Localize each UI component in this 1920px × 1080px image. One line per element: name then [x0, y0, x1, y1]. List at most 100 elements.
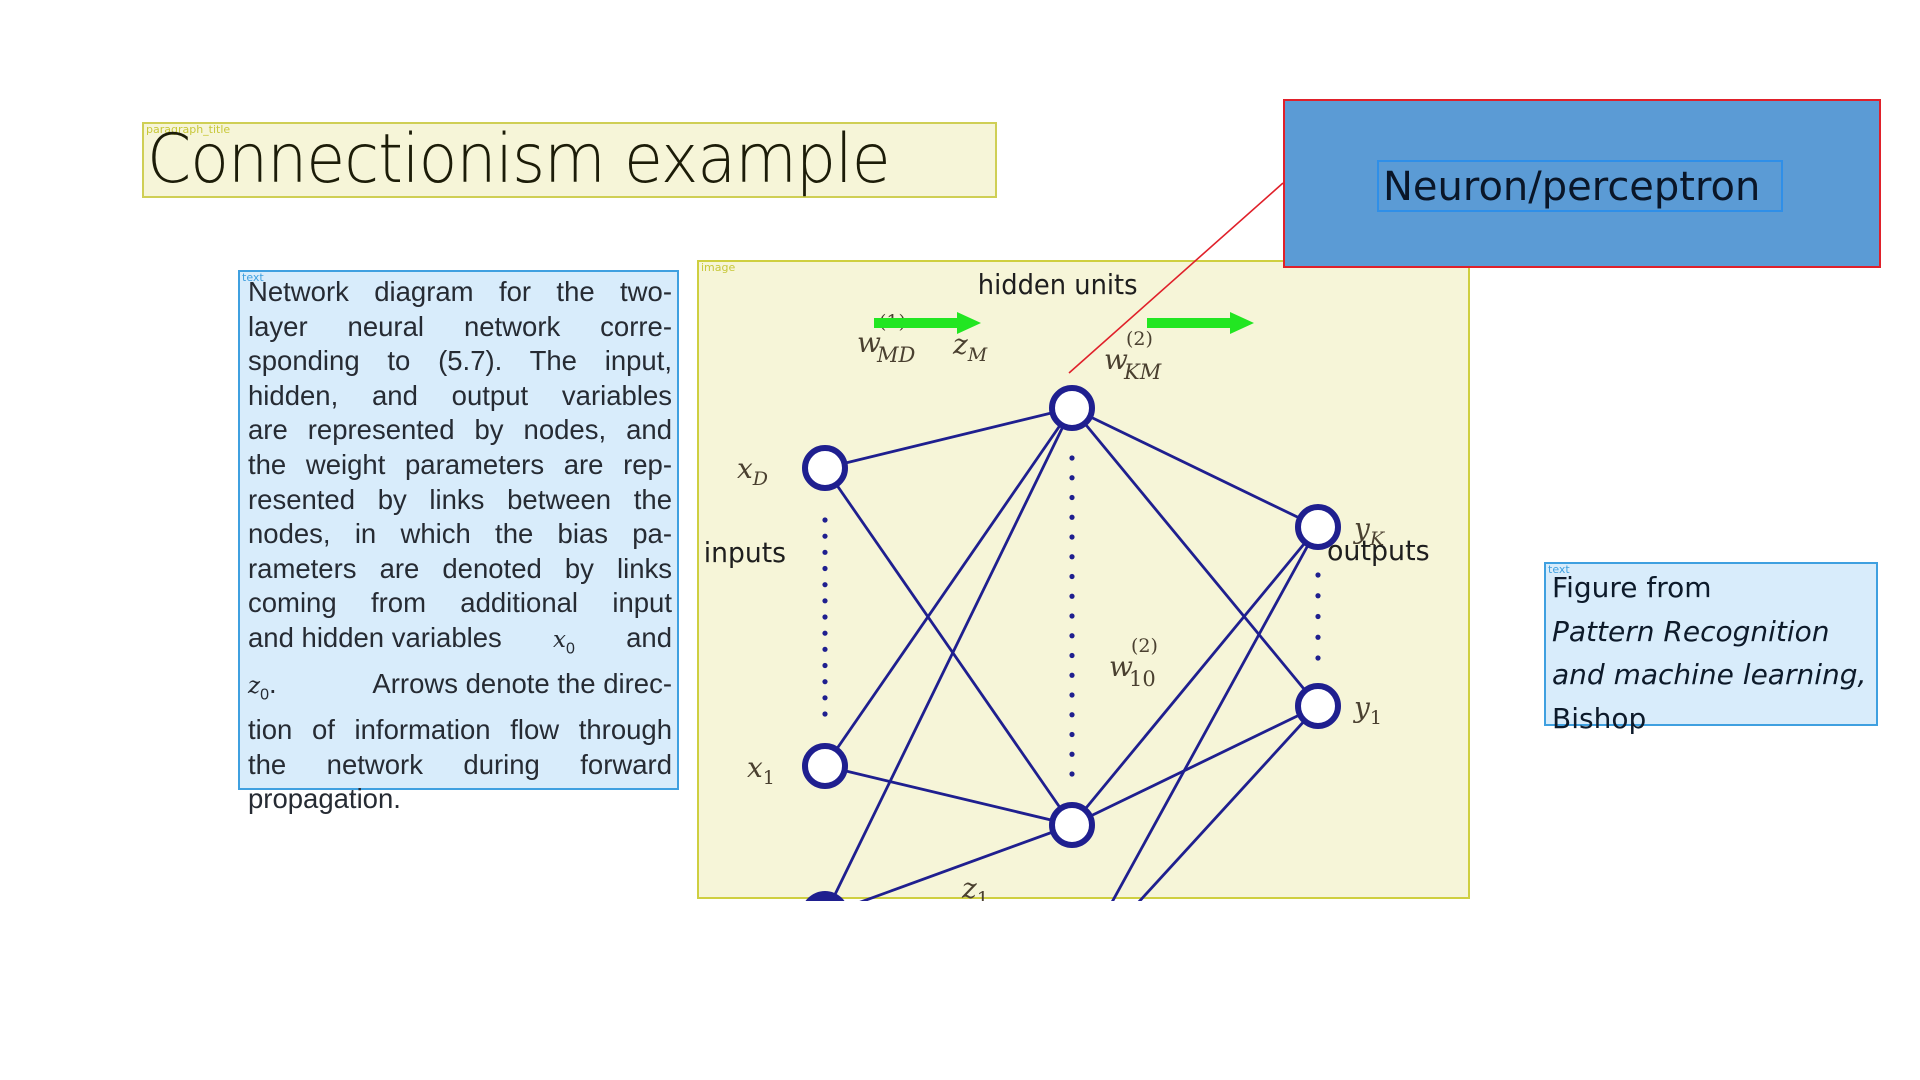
caption-line: hidden, and output variables — [248, 379, 672, 411]
edge-zM-yK — [1071, 406, 1319, 529]
input-ellipsis-dot — [822, 711, 828, 717]
svg-text:MD: MD — [876, 343, 916, 367]
edges-layer — [823, 406, 1320, 901]
node-x1 — [802, 743, 848, 789]
node-y1 — [1295, 683, 1341, 729]
node-label-xD: xD — [737, 452, 768, 490]
svg-text:w: w — [1109, 650, 1133, 683]
svg-text:w: w — [857, 326, 881, 359]
input-ellipsis-dot — [822, 582, 828, 588]
edge-xD-z1 — [823, 467, 1074, 826]
edge-x0-zM — [830, 407, 1074, 901]
flow-arrow-icon — [1147, 312, 1254, 334]
region-tag-credit: text — [1548, 563, 1570, 576]
caption-line: the weight parameters are rep- — [248, 448, 672, 480]
region-tag-title: paragraph_title — [146, 123, 231, 136]
node-zM — [1049, 385, 1095, 431]
hidden-ellipsis-dot — [1069, 593, 1075, 599]
svg-text:(2): (2) — [1126, 328, 1153, 350]
input-ellipsis-dot — [822, 565, 828, 572]
input-ellipsis-dot — [822, 598, 828, 604]
figure-caption-region: text Network diagram for the two- layer … — [238, 270, 679, 814]
input-ellipsis-dot — [822, 695, 828, 701]
hidden-ellipsis-dot — [1069, 771, 1075, 777]
output-ellipsis-dot — [1315, 572, 1321, 578]
caption-line: Network diagram for the two- — [248, 276, 672, 307]
caption-line: tion of information flow through — [248, 714, 672, 746]
input-ellipsis-dot — [822, 549, 828, 555]
callout-label-region: Neuron/perceptron — [1377, 160, 1783, 212]
node-label-y1: y1 — [1352, 691, 1382, 729]
credit-line: Figure from — [1552, 571, 1712, 604]
svg-text:(2): (2) — [1131, 635, 1158, 657]
caption-line-part: and hidden variables — [248, 621, 502, 653]
callout-label: Neuron/perceptron — [1383, 164, 1761, 210]
hidden-ellipsis-dot — [1069, 455, 1075, 461]
output-ellipsis-dot — [1315, 593, 1321, 599]
caption-line: z0. Arrows denote the direc- — [248, 667, 672, 713]
hidden-ellipsis-dot — [1069, 475, 1075, 481]
slide-title-region: paragraph_title Connectionism example — [142, 120, 997, 199]
neuron-callout: Neuron/perceptron — [1283, 99, 1881, 268]
input-ellipsis-dot — [822, 646, 828, 652]
svg-text:KM: KM — [1123, 360, 1162, 384]
edge-zM-y1 — [1070, 407, 1320, 707]
hidden-ellipsis-dot — [1069, 712, 1075, 718]
flow-arrows — [874, 312, 1254, 334]
caption-line-part: Arrows denote the direc- — [372, 668, 672, 700]
hidden-ellipsis-dot — [1069, 652, 1075, 659]
caption-line: nodes, in which the bias pa- — [248, 518, 672, 550]
edge-x1-zM — [823, 407, 1074, 767]
figure-credit-region: text Figure from Pattern Recognition and… — [1544, 562, 1878, 735]
node-z1 — [1049, 802, 1095, 848]
node-yK — [1295, 504, 1341, 550]
network-diagram: hidden units inputs outputs xDx1x0zMz1z0… — [704, 269, 1430, 901]
node-x0-bias — [805, 891, 845, 901]
outputs-label: outputs — [1327, 536, 1430, 568]
hidden-ellipsis-dot — [1069, 672, 1075, 678]
weight-label-km: w(2)KM — [1104, 328, 1162, 384]
hidden-ellipsis-dot — [1069, 692, 1075, 698]
output-ellipsis-dot — [1315, 634, 1321, 640]
hidden-ellipsis-dot — [1069, 494, 1075, 501]
input-ellipsis-dot — [822, 662, 828, 669]
region-tag-figure: image — [701, 261, 736, 274]
credit-author: Bishop — [1552, 701, 1647, 735]
input-ellipsis-dot — [822, 679, 828, 685]
edge-z1-yK — [1070, 526, 1320, 826]
hidden-ellipsis-dot — [1069, 751, 1075, 757]
credit-book-title: and machine learning, — [1552, 658, 1867, 691]
hidden-ellipsis-dot — [1069, 633, 1075, 639]
caption-line: rameters are denoted by links — [248, 552, 672, 584]
figure-caption: Network diagram for the two- layer neura… — [248, 275, 672, 817]
hidden-ellipsis-dot — [1069, 731, 1075, 738]
hidden-units-label: hidden units — [978, 269, 1138, 301]
node-label-z1: z1 — [961, 872, 989, 901]
edge-x0-z1 — [859, 823, 1073, 901]
edge-z1-y1 — [1071, 704, 1319, 827]
node-xD — [802, 445, 848, 491]
caption-line: layer neural network corre- — [248, 310, 672, 342]
node-label-yK: yK — [1352, 512, 1386, 550]
input-ellipsis-dot — [822, 517, 828, 523]
edge-x1-z1 — [824, 764, 1073, 827]
hidden-ellipsis-dot — [1069, 554, 1075, 560]
caption-line: and hidden variables x0 and — [248, 621, 672, 667]
network-diagram-figure: image hidden units inputs outputs xDx1x0… — [697, 260, 1470, 901]
nodes-layer — [802, 385, 1341, 901]
region-tag-caption: text — [242, 271, 264, 284]
node-label-x1: x1 — [747, 751, 775, 789]
hidden-ellipsis-dot — [1069, 514, 1075, 520]
math-z0: z0. — [248, 668, 277, 704]
input-ellipsis-dot — [822, 630, 828, 636]
flow-arrow-icon — [874, 312, 981, 334]
edge-xD-zM — [824, 406, 1073, 470]
edge-z0-yK — [1111, 526, 1320, 901]
caption-line-part: and — [626, 621, 672, 653]
caption-line: are represented by nodes, and — [248, 414, 672, 446]
caption-line: sponding to (5.7). The input, — [248, 345, 672, 377]
hidden-ellipsis-dot — [1069, 613, 1075, 619]
ellipsis-dots-layer — [822, 455, 1321, 777]
slide-title: Connectionism example — [147, 120, 891, 199]
caption-line: the network during forward — [248, 748, 672, 780]
